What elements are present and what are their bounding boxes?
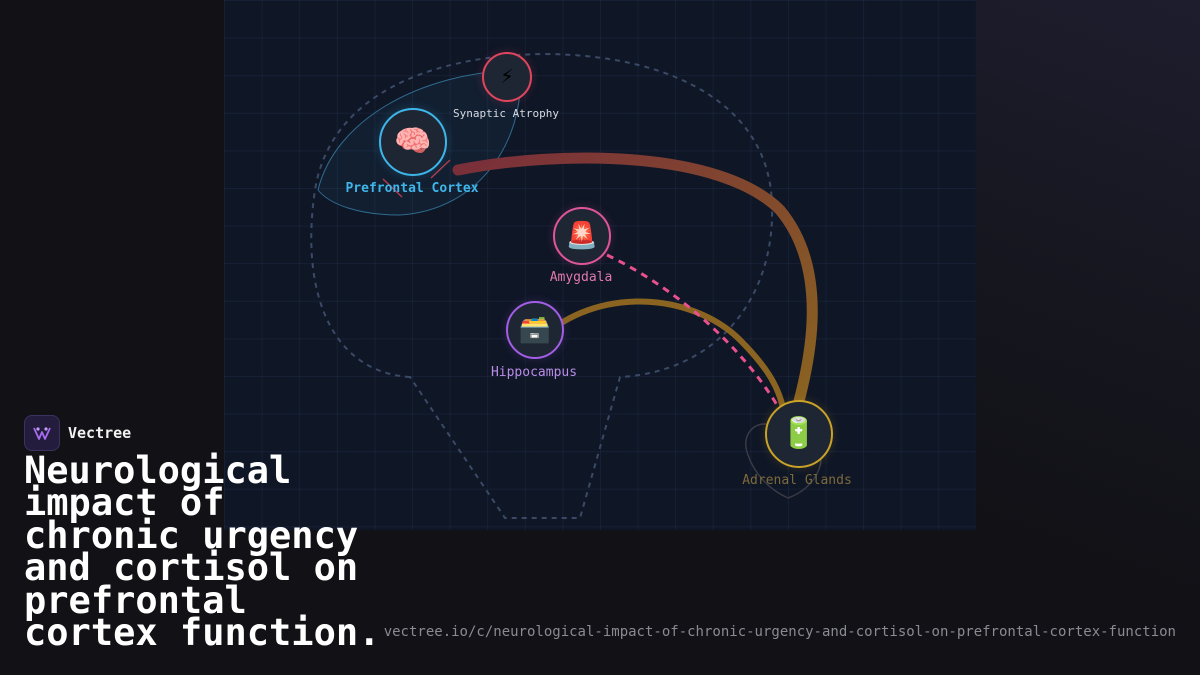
adrenal-glands-label: Adrenal Glands [742, 473, 852, 488]
brand[interactable]: Vectree [24, 415, 131, 451]
cortisol-path-to-hippocampus [555, 298, 786, 411]
cortisol-path-to-prefrontal [452, 152, 818, 411]
page-url[interactable]: vectree.io/c/neurological-impact-of-chro… [383, 624, 1176, 640]
hippocampus-label: Hippocampus [490, 365, 578, 380]
pfc-damage-line [382, 178, 403, 198]
card-file-box-icon: 🗃️ [518, 315, 552, 345]
siren-icon: 🚨 [565, 221, 599, 251]
pfc-damage-line [430, 159, 451, 179]
prefrontal-cortex-node[interactable]: 🧠 [379, 108, 447, 176]
adrenal-glands-node[interactable]: 🔋 [765, 400, 833, 468]
brain-icon: 🧠 [394, 124, 432, 159]
brand-name: Vectree [68, 424, 132, 442]
synaptic-atrophy-label: Synaptic Atrophy [453, 107, 559, 120]
amygdala-path-to-adrenal [606, 253, 782, 411]
lightning-icon: ⚡ [500, 64, 514, 89]
amygdala-label: Amygdala [549, 270, 613, 285]
vectree-logo-icon [24, 415, 60, 451]
synaptic-atrophy-node[interactable]: ⚡ [482, 52, 532, 102]
background-gradient [975, 0, 1200, 675]
battery-icon: 🔋 [780, 416, 818, 451]
diagram-grid-panel [224, 0, 976, 530]
prefrontal-cortex-label: Prefrontal Cortex [345, 181, 479, 196]
hippocampus-node[interactable]: 🗃️ [506, 301, 564, 359]
page-title: Neurological impact of chronic urgency a… [24, 449, 381, 655]
amygdala-node[interactable]: 🚨 [553, 207, 611, 265]
head-outline [310, 52, 774, 519]
